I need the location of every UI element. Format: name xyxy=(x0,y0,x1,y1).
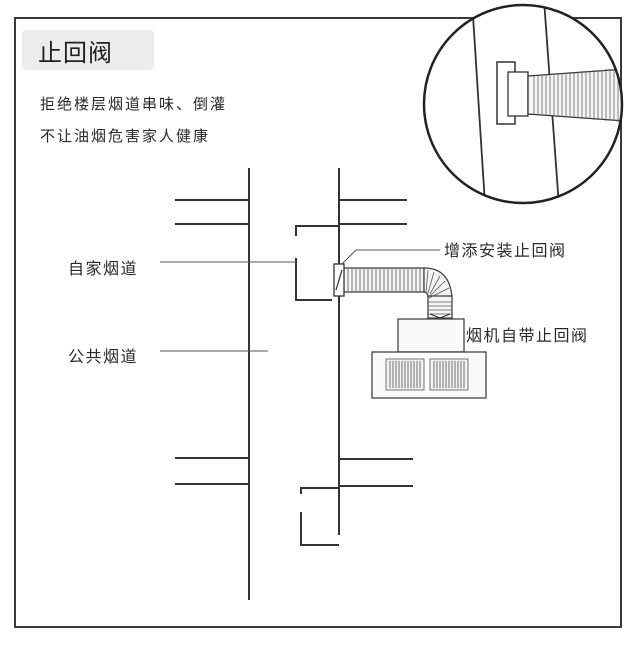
leader-lines xyxy=(160,249,462,352)
description-line-1: 拒绝楼层烟道串味、倒灌 xyxy=(40,95,228,113)
floor-slab-lines-right xyxy=(339,199,413,487)
own-flue-lower xyxy=(300,487,339,546)
public-flue-shaft xyxy=(248,168,340,600)
label-hood-check-valve: 烟机自带止回阀 xyxy=(466,326,589,345)
label-public-flue: 公共烟道 xyxy=(68,347,139,366)
page-title: 止回阀 xyxy=(38,39,113,67)
floor-slab-lines-left xyxy=(175,199,249,485)
label-added-check-valve: 增添安装止回阀 xyxy=(444,241,567,260)
title-badge xyxy=(22,30,154,70)
added-check-valve xyxy=(333,263,345,297)
label-own-flue: 自家烟道 xyxy=(68,259,139,278)
duct-corrugation xyxy=(347,268,452,315)
description-line-2: 不让油烟危害家人健康 xyxy=(40,127,211,145)
hood-filter-right xyxy=(429,358,469,391)
zoom-detail-circle xyxy=(422,3,624,205)
own-flue-upper xyxy=(295,225,339,301)
flexible-duct xyxy=(341,267,453,319)
hood-filter-left xyxy=(385,358,425,391)
